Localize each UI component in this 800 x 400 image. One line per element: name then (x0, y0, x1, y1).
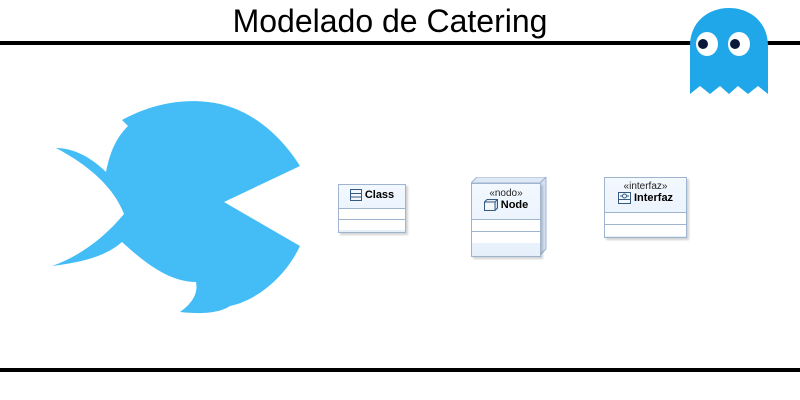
class-icon (349, 189, 362, 201)
interface-compartment-2 (605, 224, 686, 236)
ghost-pupil-left (698, 39, 708, 49)
interface-name: Interfaz (633, 192, 674, 204)
ghost-pupil-right (730, 39, 740, 49)
node-compartment-2 (472, 231, 540, 243)
node-name-row: Node (472, 199, 540, 211)
top-rule (0, 41, 800, 45)
node-compartment-1 (472, 219, 540, 231)
node-header: «nodo» Node (472, 184, 540, 219)
uml-node-element[interactable]: «nodo» Node (471, 177, 547, 257)
node-name: Node (500, 199, 529, 211)
node-icon (483, 199, 498, 211)
fish-body (52, 101, 300, 314)
interface-header: «interfaz» Interfaz (605, 178, 686, 212)
ghost-icon (690, 8, 768, 94)
diagram-title: Modelado de Catering (232, 3, 548, 39)
interface-icon (617, 192, 631, 204)
node-body: «nodo» Node (471, 183, 541, 257)
class-attributes-compartment (339, 208, 405, 219)
fish-icon (52, 101, 300, 314)
class-operations-compartment (339, 219, 405, 230)
class-name-row: Class (339, 189, 405, 201)
bottom-rule (0, 368, 800, 372)
uml-class-element[interactable]: Class (338, 184, 406, 233)
node-3d-edge (471, 177, 547, 257)
interface-compartment-1 (605, 212, 686, 224)
ghost-body (690, 8, 768, 94)
uml-interface-element[interactable]: «interfaz» Interfaz (604, 177, 687, 238)
class-name: Class (364, 189, 395, 201)
interface-stereotype: «interfaz» (623, 181, 668, 192)
class-header: Class (339, 185, 405, 208)
node-stereotype: «nodo» (489, 188, 523, 199)
interface-name-row: Interfaz (605, 192, 686, 204)
